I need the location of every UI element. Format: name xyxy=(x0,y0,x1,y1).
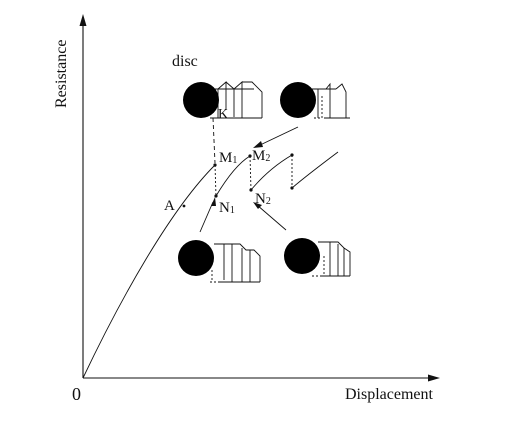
label-N2: N2 xyxy=(255,191,271,207)
crushed-fragments xyxy=(318,241,351,277)
disc-label: disc xyxy=(172,53,198,70)
marker-M2 xyxy=(248,154,252,158)
marker-M3 xyxy=(290,153,294,157)
pointer-arrows xyxy=(199,126,299,233)
drop-M1-N1 xyxy=(214,164,217,197)
label-M1: M1 xyxy=(219,150,237,166)
disc-illustration-bottom-right xyxy=(284,238,351,277)
arrowhead-to-M2 xyxy=(253,141,263,148)
label-N1: N1 xyxy=(219,200,235,216)
arrowhead-to-N2 xyxy=(253,202,262,209)
disc-illustration-bottom-left xyxy=(178,240,261,283)
label-M1-main: M xyxy=(219,150,232,166)
label-N2-sub: 2 xyxy=(266,196,271,207)
marker-M1 xyxy=(213,163,217,167)
marker-N3 xyxy=(290,186,294,190)
arrow-to-N1-line xyxy=(199,201,214,233)
crushed-fragments-dotted xyxy=(314,96,323,119)
label-A: A xyxy=(164,198,175,214)
y-axis-arrowhead xyxy=(79,14,87,26)
curve-rise-N1-M2 xyxy=(215,155,251,197)
label-N1-main: N xyxy=(219,200,230,216)
crushed-fragments-dotted xyxy=(312,256,325,277)
x-axis-arrowhead xyxy=(428,374,440,382)
label-N1-sub: 1 xyxy=(230,205,235,216)
connector-K-M1 xyxy=(212,117,216,164)
label-M1-sub: 1 xyxy=(232,155,237,166)
curve-tail xyxy=(291,151,339,189)
pointer-arrowheads xyxy=(211,141,263,209)
crushed-fragments-dotted xyxy=(210,270,220,283)
label-N2-main: N xyxy=(255,191,266,207)
crushed-fragments xyxy=(310,82,350,119)
arrowhead-to-N1 xyxy=(211,197,216,206)
origin-label: 0 xyxy=(72,384,81,404)
marker-N2 xyxy=(249,188,253,192)
marker-N1 xyxy=(214,194,218,198)
arrow-to-M2-line xyxy=(257,126,299,147)
marker-A xyxy=(182,204,186,208)
x-axis-label: Displacement xyxy=(345,386,434,403)
disc-illustration-top-right xyxy=(280,82,350,119)
curve-initial-rise xyxy=(82,164,216,379)
crushed-fragments xyxy=(214,243,261,283)
curve-rise-N2-M3 xyxy=(250,154,293,191)
disc-cutter xyxy=(280,82,316,118)
disc-cutter xyxy=(183,82,219,118)
y-axis-label: Resistance xyxy=(53,40,70,108)
axes xyxy=(82,22,432,379)
drop-M2-N2 xyxy=(249,155,252,191)
label-M2-sub: 2 xyxy=(265,153,270,164)
disc-cutter xyxy=(178,240,214,276)
resistance-curve xyxy=(82,151,339,379)
label-M2: M2 xyxy=(252,148,270,164)
label-K: K xyxy=(218,107,228,122)
label-M2-main: M xyxy=(252,148,265,164)
disc-cutter xyxy=(284,238,320,274)
disc-illustration-top-left xyxy=(183,81,263,119)
arrow-to-N2-line xyxy=(256,204,287,231)
curve-markers xyxy=(182,153,294,208)
